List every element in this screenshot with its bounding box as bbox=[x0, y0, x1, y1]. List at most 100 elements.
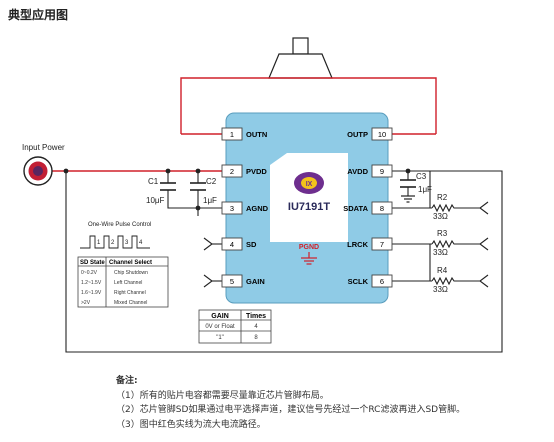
pulse-label: 3 bbox=[125, 240, 129, 246]
gain-table: GAIN Times 0V or Float 4 "1" 8 bbox=[198, 309, 272, 344]
note-line: （3）图中红色实线为流大电流路径。 bbox=[116, 419, 266, 430]
supply-loop-wire bbox=[65, 170, 503, 353]
junction-dot bbox=[195, 168, 201, 174]
c2-value: 1μF bbox=[203, 196, 217, 205]
page-title: 典型应用图 bbox=[8, 8, 69, 22]
junction-dot bbox=[63, 168, 69, 174]
pulse-waveform bbox=[80, 235, 150, 249]
pgnd-label: PGND bbox=[299, 244, 319, 251]
junction-dots bbox=[63, 168, 411, 211]
svg-text:IX: IX bbox=[306, 181, 313, 188]
pin-name: SDATA bbox=[343, 204, 368, 213]
pin-4: 4 SD bbox=[221, 237, 257, 251]
pulse-title: One-Wire Pulse Control bbox=[88, 222, 151, 228]
pin-name: GAIN bbox=[246, 277, 265, 286]
table-cell: "1" bbox=[216, 335, 224, 341]
table-cell: 4 bbox=[254, 324, 258, 330]
table-cell: Right Channel bbox=[114, 290, 146, 296]
pin-number: 10 bbox=[378, 130, 386, 139]
pins-left: 1 OUTN 2 PVDD 3 AGND 4 SD 5 GAIN bbox=[221, 127, 269, 288]
capacitor-c1 bbox=[160, 182, 176, 191]
agnd-wire bbox=[167, 190, 222, 209]
r3-name: R3 bbox=[437, 229, 448, 238]
ground-symbol-c3 bbox=[401, 195, 415, 203]
table-cell: 1.6~1.9V bbox=[81, 290, 102, 296]
sdata-input-arrow bbox=[479, 201, 489, 215]
pin-9: 9 AVDD bbox=[347, 164, 393, 178]
signal-wires bbox=[65, 170, 503, 353]
speaker-wire bbox=[180, 77, 437, 134]
sd-input-arrow bbox=[203, 237, 213, 251]
gain-input-arrow bbox=[203, 274, 213, 288]
pins-right: 10 OUTP 9 AVDD 8 SDATA 7 LRCK 6 SCLK bbox=[343, 127, 393, 288]
table-cell: >2V bbox=[81, 300, 91, 306]
pin-10: 10 OUTP bbox=[347, 127, 393, 141]
table-cell: Left Channel bbox=[114, 280, 142, 286]
chip-die bbox=[270, 153, 348, 242]
pin-number: 3 bbox=[230, 204, 234, 213]
note-line: （1）所有的贴片电容都需要尽量靠近芯片管脚布局。 bbox=[116, 390, 329, 401]
table-cell: 0V or Float bbox=[205, 324, 235, 330]
sclk-input-arrow bbox=[479, 274, 489, 288]
input-power-label: Input Power bbox=[22, 143, 65, 152]
capacitor-c2 bbox=[190, 182, 206, 191]
pin-number: 7 bbox=[380, 240, 384, 249]
pin-name: AVDD bbox=[347, 167, 368, 176]
c3-value: 1μF bbox=[418, 185, 432, 194]
capacitor-c3 bbox=[400, 179, 416, 188]
pin-7: 7 LRCK bbox=[347, 237, 393, 251]
table-header: SD State bbox=[80, 260, 105, 266]
table-header: Channel Select bbox=[109, 260, 152, 266]
r4-value: 33Ω bbox=[433, 285, 448, 294]
lrck-input-arrow bbox=[479, 237, 489, 251]
resistor-r2 bbox=[431, 203, 480, 213]
pin-5: 5 GAIN bbox=[221, 274, 265, 288]
table-header: GAIN bbox=[211, 313, 229, 320]
junction-dot bbox=[405, 168, 411, 174]
speaker-icon bbox=[268, 37, 333, 79]
table-cell: Mixed Channel bbox=[114, 300, 147, 306]
pgnd-ground-symbol bbox=[301, 252, 317, 265]
pin-name: SCLK bbox=[348, 277, 369, 286]
table-cell: 0~0.2V bbox=[81, 270, 98, 276]
pin-name: OUTN bbox=[246, 130, 267, 139]
junction-dot bbox=[165, 168, 171, 174]
pin-number: 4 bbox=[230, 240, 234, 249]
table-cell: Chip Shutdown bbox=[114, 270, 148, 276]
c1-value: 10μF bbox=[146, 196, 165, 205]
pin-8: 8 SDATA bbox=[343, 201, 393, 215]
input-power-connector bbox=[23, 156, 53, 186]
pin-number: 9 bbox=[380, 167, 384, 176]
pin-name: AGND bbox=[246, 204, 269, 213]
pin-3: 3 AGND bbox=[221, 201, 269, 215]
pulse-label: 1 bbox=[97, 240, 101, 246]
chip-logo: IX bbox=[294, 172, 324, 194]
notes-title: 备注: bbox=[116, 376, 138, 386]
pin-number: 8 bbox=[380, 204, 384, 213]
note-line: （2）芯片管脚SD如果通过电平选择声道，建议信号先经过一个RC滤波再进入SD管脚… bbox=[116, 405, 466, 415]
chip-name: IU7191T bbox=[288, 201, 330, 213]
pin-number: 1 bbox=[230, 130, 234, 139]
pulse-label: 2 bbox=[111, 240, 115, 246]
pin-name: PVDD bbox=[246, 167, 267, 176]
pin-name: OUTP bbox=[347, 130, 368, 139]
table-cell: 8 bbox=[254, 335, 258, 341]
r3-value: 33Ω bbox=[433, 248, 448, 257]
table-header: Times bbox=[246, 313, 266, 320]
pin-number: 5 bbox=[230, 277, 234, 286]
c1-name: C1 bbox=[148, 177, 159, 186]
pin-number: 2 bbox=[230, 167, 234, 176]
pin-2: 2 PVDD bbox=[221, 164, 267, 178]
junction-dot bbox=[195, 205, 201, 211]
pin-1: 1 OUTN bbox=[221, 127, 267, 141]
table-cell: 1.2~1.5V bbox=[81, 280, 102, 286]
c3-name: C3 bbox=[416, 172, 427, 181]
pin-number: 6 bbox=[380, 277, 384, 286]
pulse-label: 4 bbox=[139, 240, 143, 246]
r2-value: 33Ω bbox=[433, 212, 448, 221]
pin-name: LRCK bbox=[347, 240, 368, 249]
r4-name: R4 bbox=[437, 266, 448, 275]
pin-6: 6 SCLK bbox=[348, 274, 393, 288]
notes-block: 备注: （1）所有的贴片电容都需要尽量靠近芯片管脚布局。 （2）芯片管脚SD如果… bbox=[116, 374, 465, 432]
